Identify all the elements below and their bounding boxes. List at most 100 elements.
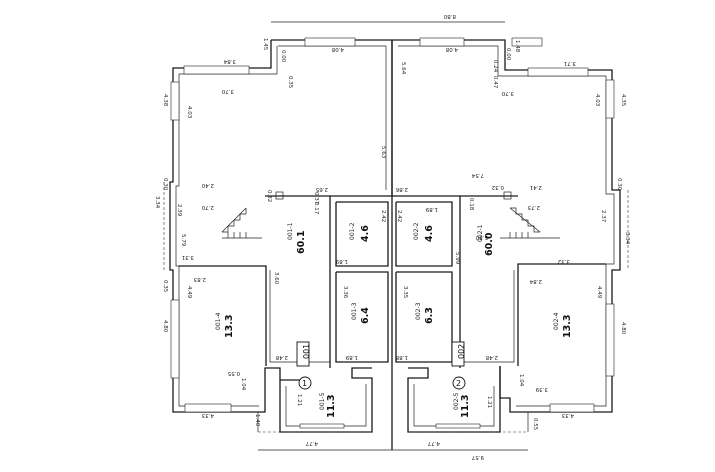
unit-markers: 001 002 1 2 [296, 341, 466, 390]
svg-text:1.04: 1.04 [240, 378, 246, 391]
unit-circle [298, 376, 312, 390]
room-area: 4.6 [360, 225, 371, 242]
svg-text:2.48: 2.48 [275, 354, 288, 360]
svg-text:0.35: 0.35 [287, 76, 293, 89]
right-unit-walls [392, 37, 621, 433]
svg-text:1.04: 1.04 [518, 374, 524, 387]
room-area: 13.3 [562, 315, 573, 338]
svg-text:4.49: 4.49 [596, 286, 602, 299]
svg-text:1.21: 1.21 [486, 396, 492, 408]
window [605, 79, 615, 119]
svg-text:2.48: 2.48 [485, 354, 498, 360]
svg-text:1.21: 1.21 [296, 394, 302, 406]
window [511, 37, 543, 47]
svg-text:4.35: 4.35 [620, 94, 626, 107]
svg-text:0.37: 0.37 [313, 192, 319, 205]
overall-bottom-dim: 9.57 [471, 454, 484, 460]
svg-text:7.54: 7.54 [471, 172, 484, 178]
right-dimensions: 1.48 0.00 5.64 4.08 0.24 0.47 3.71 3.70 … [395, 40, 630, 446]
svg-text:0.32: 0.32 [266, 190, 272, 202]
unit-circle [452, 376, 466, 390]
svg-text:2.86: 2.86 [395, 186, 408, 192]
room-area: 4.6 [424, 225, 435, 242]
svg-text:0.00: 0.00 [505, 48, 511, 61]
room-id: 002-3 [415, 302, 422, 320]
svg-text:5.79: 5.79 [180, 234, 186, 247]
room-area: 6.4 [360, 307, 371, 324]
svg-text:0.47: 0.47 [492, 76, 498, 89]
svg-text:0.55: 0.55 [227, 370, 240, 376]
svg-text:3.71: 3.71 [564, 60, 576, 66]
svg-text:4.77: 4.77 [305, 440, 318, 446]
porch-step [299, 423, 345, 429]
porch-step [435, 423, 481, 429]
svg-text:2.41: 2.41 [530, 184, 542, 190]
window [549, 403, 595, 413]
room-id: 001-3 [351, 302, 358, 320]
room-labels: 001-1 60.1 001-2 4.6 001-3 6.4 001-4 13.… [215, 222, 573, 418]
svg-text:2.42: 2.42 [380, 210, 386, 222]
overall-top-dim: 8.80 [443, 13, 456, 19]
staircase-right [500, 191, 560, 239]
window [419, 37, 465, 47]
room-id: 002-4 [553, 312, 560, 330]
unit-code: 002 [457, 344, 466, 359]
room-id: 001-4 [215, 312, 222, 330]
svg-text:2.73: 2.73 [527, 204, 540, 210]
window [170, 81, 180, 121]
window [170, 299, 180, 379]
svg-text:4.77: 4.77 [427, 440, 440, 446]
unit-code-box [451, 341, 465, 367]
svg-text:4.03: 4.03 [186, 106, 192, 119]
svg-text:0.17: 0.17 [313, 202, 319, 215]
window [183, 65, 250, 75]
svg-text:3.34: 3.34 [624, 232, 630, 245]
svg-text:1.89: 1.89 [425, 206, 438, 212]
svg-text:2.65: 2.65 [315, 186, 328, 192]
svg-text:3.39: 3.39 [535, 386, 548, 392]
room-id: 002-5 [453, 392, 460, 410]
svg-text:0.30: 0.30 [616, 178, 622, 191]
room-area: 60.1 [296, 231, 307, 254]
svg-text:3.60: 3.60 [273, 272, 279, 285]
svg-text:1.88: 1.88 [395, 354, 408, 360]
room-id: 001-1 [287, 222, 294, 240]
svg-text:1.40: 1.40 [254, 414, 260, 427]
svg-text:4.80: 4.80 [162, 320, 168, 333]
svg-text:3.32: 3.32 [558, 258, 570, 264]
svg-text:2.83: 2.83 [193, 276, 206, 282]
window [304, 37, 356, 47]
svg-text:3.70: 3.70 [221, 88, 234, 94]
svg-text:3.35: 3.35 [402, 286, 408, 299]
svg-text:4.38: 4.38 [162, 94, 168, 107]
svg-text:2.84: 2.84 [529, 278, 542, 284]
room-id: 002-2 [413, 222, 420, 240]
svg-text:3.36: 3.36 [342, 286, 348, 299]
svg-text:0.32: 0.32 [492, 184, 504, 190]
svg-text:2.39: 2.39 [176, 204, 182, 217]
svg-text:4.08: 4.08 [331, 46, 344, 52]
room-id: 001-2 [349, 222, 356, 240]
svg-text:0.55: 0.55 [532, 418, 538, 431]
svg-text:1.89: 1.89 [345, 354, 358, 360]
svg-text:0.00: 0.00 [280, 50, 286, 63]
staircase-left [221, 191, 284, 239]
left-dimensions: 1.45 0.00 3.84 3.70 0.35 4.08 4.38 4.03 … [154, 38, 386, 446]
room-id: 001-5 [319, 392, 326, 410]
unit-code-box [296, 341, 310, 367]
svg-text:2.42: 2.42 [396, 210, 402, 222]
svg-text:4.33: 4.33 [201, 412, 214, 418]
svg-text:2.37: 2.37 [600, 210, 606, 223]
room-area: 11.3 [460, 395, 471, 418]
svg-text:4.49: 4.49 [186, 286, 192, 299]
svg-text:0.35: 0.35 [162, 280, 168, 293]
svg-text:0.24: 0.24 [492, 60, 498, 73]
room-id: 002-1 [477, 224, 484, 242]
unit-code: 001 [302, 344, 311, 359]
svg-text:5.64: 5.64 [400, 62, 406, 75]
svg-text:3.84: 3.84 [223, 58, 236, 64]
unit-circle-number: 2 [456, 379, 461, 388]
svg-text:4.33: 4.33 [561, 412, 574, 418]
svg-text:0.18: 0.18 [468, 198, 474, 211]
